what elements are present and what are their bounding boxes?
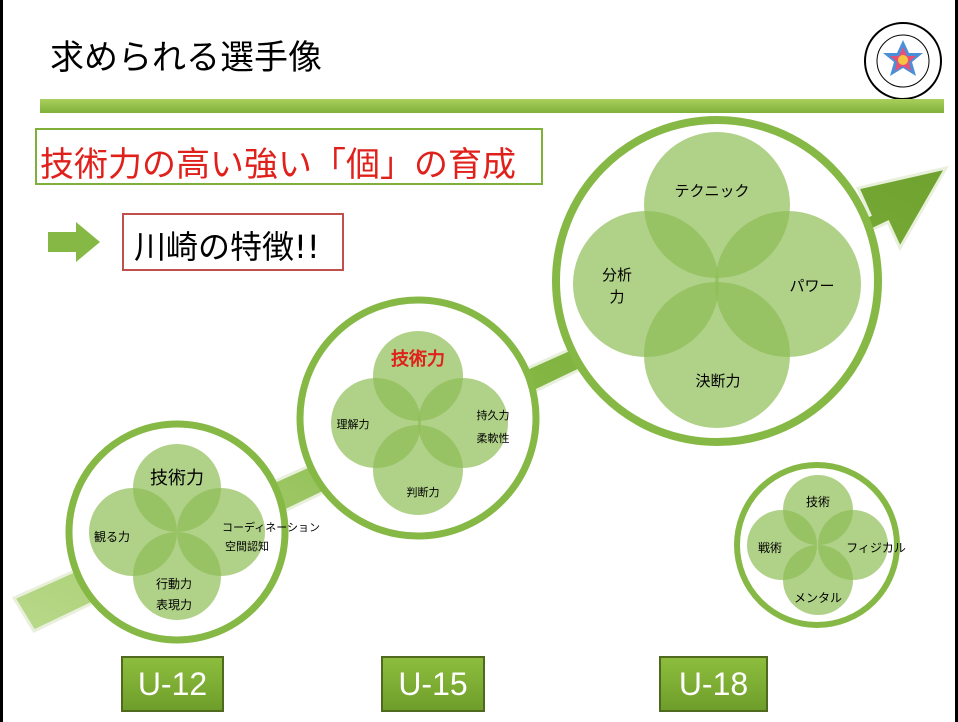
- u15-label-top-highlight: 技術力: [391, 348, 445, 370]
- slide-title: 求められる選手像: [50, 38, 322, 78]
- stage-circle-u18: [552, 116, 882, 446]
- small-label-left: 戦術: [758, 541, 782, 555]
- kawasaki-city-fa-emblem-icon: [864, 22, 942, 100]
- u18-label-left-1: 分析: [602, 266, 632, 284]
- headline-box: [35, 128, 543, 185]
- u15-label-right-1: 持久力: [477, 408, 510, 422]
- title-underline-bar: [40, 99, 944, 113]
- u12-label-bottom-1: 行動力: [156, 577, 192, 591]
- u12-label-right-2: 空間認知: [225, 539, 269, 553]
- u12-label-right-1: コーディネーション: [222, 520, 320, 534]
- slide-left-edge: [0, 0, 3, 722]
- u18-label-right: パワー: [789, 277, 834, 295]
- feature-box: [122, 213, 344, 271]
- stage-badge-u18: U-18: [659, 656, 768, 712]
- slide-right-edge: [955, 0, 958, 722]
- u12-label-top: 技術力: [150, 468, 204, 489]
- small-diagram: [734, 462, 900, 628]
- u18-label-bottom: 決断力: [695, 372, 740, 390]
- u18-label-top: テクニック: [674, 182, 749, 200]
- stage-badge-u15: U-15: [381, 656, 485, 712]
- stage-circle-u12: [65, 420, 289, 644]
- stage-badge-u12: U-12: [121, 656, 224, 712]
- u18-label-left-2: 力: [609, 288, 624, 306]
- headline-text: 技術力の高い強い「個」の育成: [40, 145, 516, 185]
- u15-label-bottom: 判断力: [407, 485, 440, 499]
- stage-circle-u15: [296, 296, 540, 540]
- stage-badge-u15-label: U-15: [398, 665, 468, 702]
- u15-label-right-2: 柔軟性: [477, 431, 510, 445]
- u15-label-left: 理解力: [337, 417, 370, 431]
- small-label-bottom: メンタル: [794, 591, 842, 605]
- arrow-right-icon: [48, 222, 100, 262]
- feature-text: 川崎の特徴!!: [134, 228, 320, 266]
- stage-badge-u18-label: U-18: [678, 665, 749, 702]
- u12-label-bottom-2: 表現力: [156, 598, 192, 612]
- small-label-top: 技術: [806, 495, 830, 509]
- stage-badge-u12-label: U-12: [137, 665, 208, 702]
- u12-label-left: 観る力: [94, 530, 130, 544]
- small-label-right: フィジカル: [846, 541, 906, 555]
